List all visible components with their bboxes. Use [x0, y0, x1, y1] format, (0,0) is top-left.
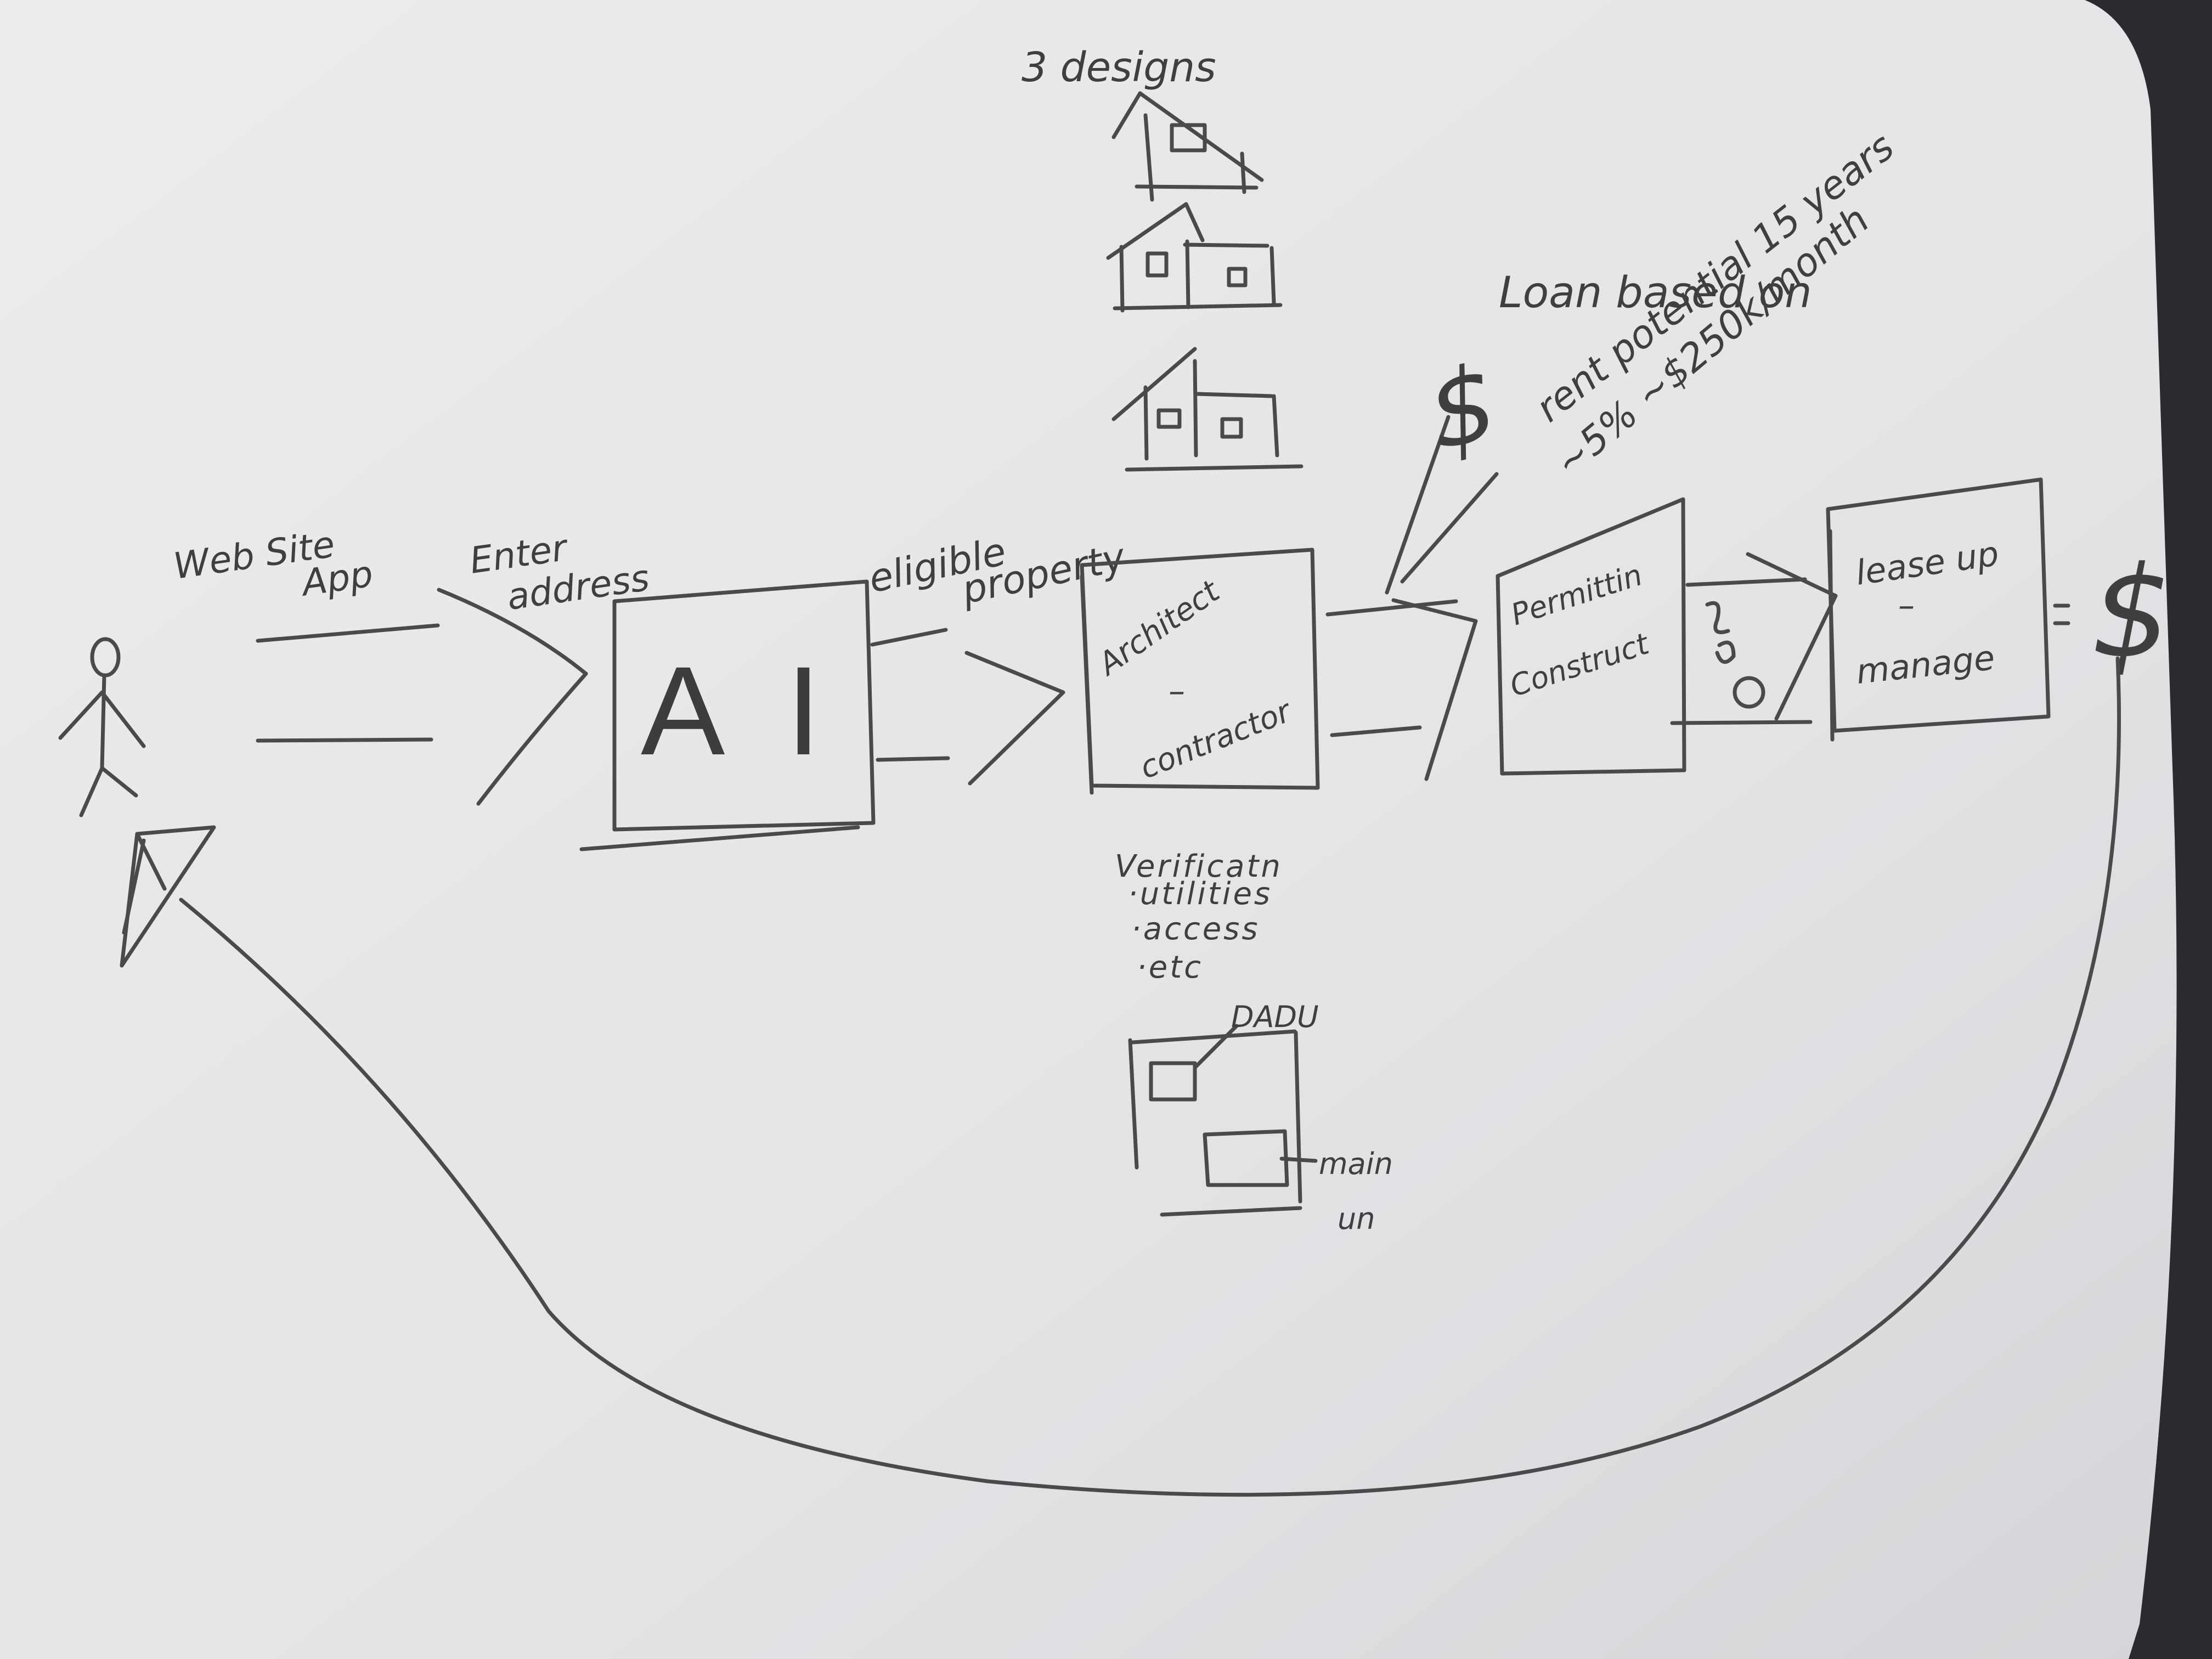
- lease-manage-box: lease up – manage: [1826, 477, 2051, 742]
- return-arrow-curve: [179, 656, 2121, 1497]
- arrow-to-ai: [437, 588, 588, 806]
- house-icon-3: [1111, 347, 1304, 472]
- wrench-icon: [1670, 552, 1838, 725]
- person-icon: [58, 637, 146, 817]
- main-unit-label: main un: [1319, 1147, 1402, 1236]
- lease-dash: –: [1898, 586, 1915, 625]
- arrow-to-architect: [870, 628, 1065, 786]
- equals-sign: [2053, 603, 2070, 625]
- house-icon-2: [1106, 202, 1283, 313]
- three-designs-label: 3 designs: [1022, 44, 1216, 91]
- dollar-sign-profit: $: [2091, 540, 2171, 686]
- site-plan: [1128, 1024, 1318, 1217]
- adu-label: DADU: [1231, 1000, 1319, 1034]
- house-icon-1: [1111, 91, 1264, 202]
- phone-icon: [120, 825, 216, 968]
- architect-dash: –: [1169, 672, 1185, 710]
- loan-notes: Loan based on: [1499, 268, 1812, 318]
- arrow-to-permitting: [1325, 415, 1499, 781]
- verification-notes: Verificatn ·utilities ·access ·etc: [1115, 849, 1295, 985]
- ai-label: A I: [641, 640, 838, 781]
- ai-box: A I: [579, 579, 876, 851]
- channel-lines: [256, 623, 440, 743]
